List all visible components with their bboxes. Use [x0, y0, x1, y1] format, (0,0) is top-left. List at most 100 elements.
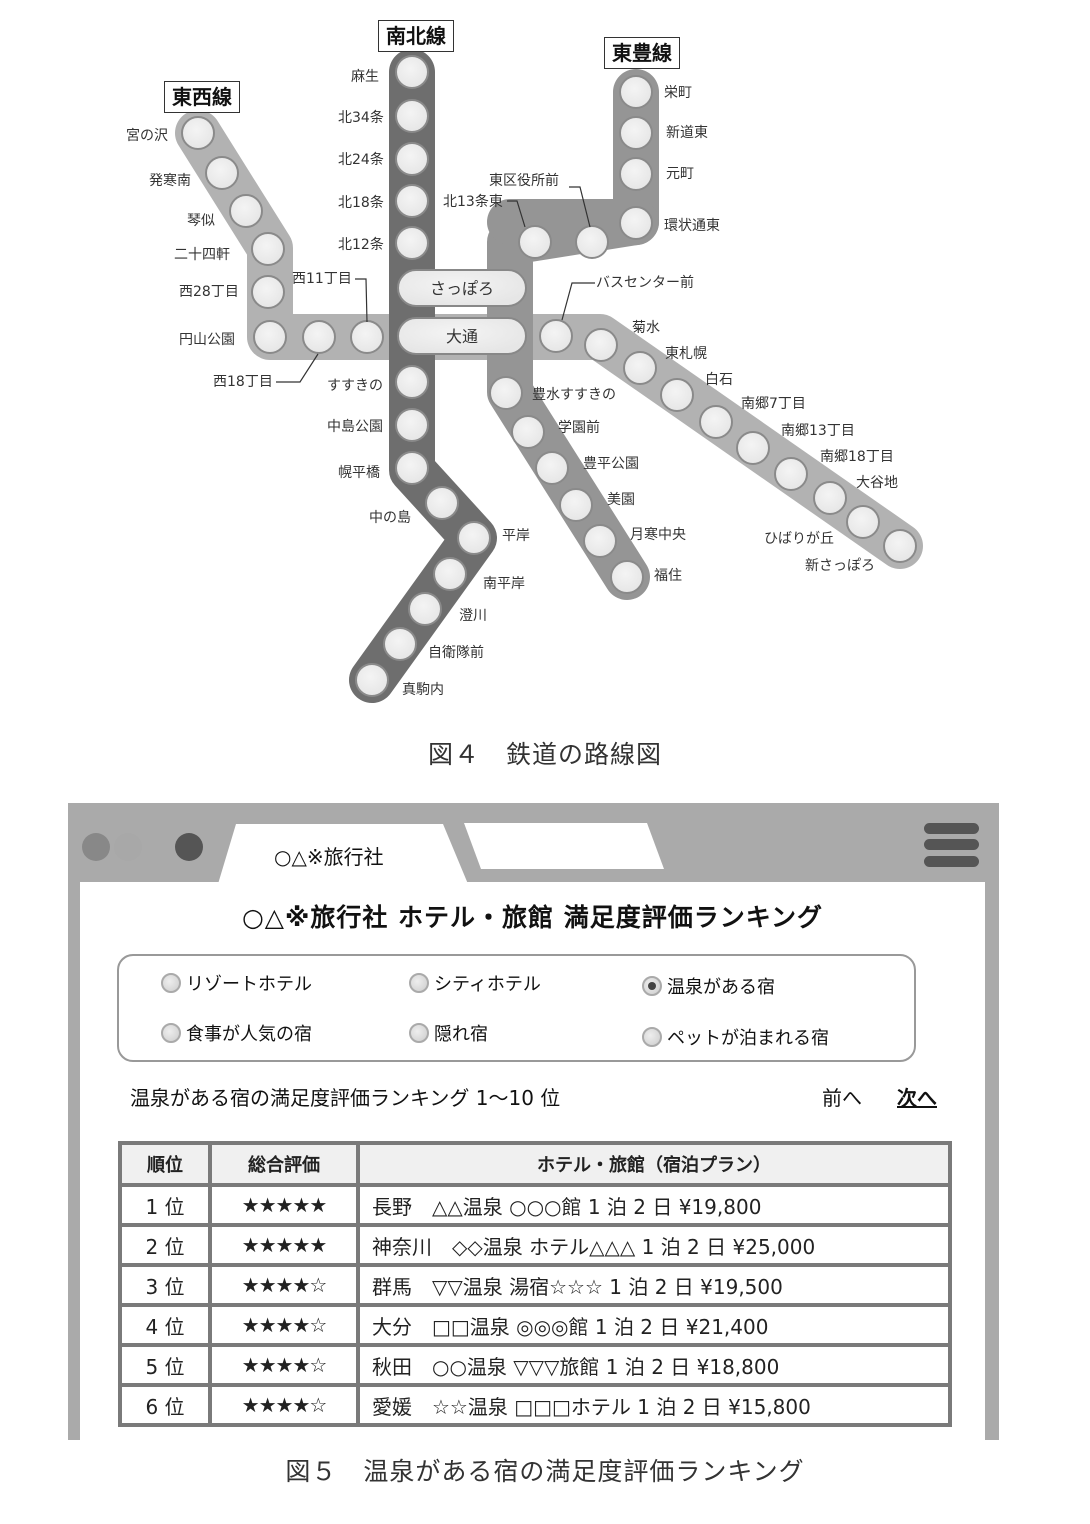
- star-rating: ★★★★☆: [208, 1263, 360, 1307]
- hamburger-menu-bar: [924, 856, 979, 867]
- station-label: 南郷13丁目: [781, 423, 855, 439]
- station-label: 琴似: [187, 213, 215, 229]
- hotel-plan-cell: 大分 □□温泉 ◎◎◎館 1 泊 2 日 ¥21,400: [356, 1303, 952, 1347]
- hamburger-menu-icon[interactable]: [924, 823, 979, 834]
- figure5-caption: 図５ 温泉がある宿の満足度評価ランキング: [285, 1457, 805, 1486]
- table-header-row: 順位 総合評価 ホテル・旅館（宿泊プラン）: [118, 1141, 952, 1187]
- star-rating: ★★★★★: [208, 1223, 360, 1267]
- rank-cell: 3 位: [118, 1263, 212, 1307]
- window-minimize-dot[interactable]: [114, 833, 142, 861]
- rank-cell: 1 位: [118, 1183, 212, 1227]
- table-row: 5 位 ★★★★☆ 秋田 ○○温泉 ▽▽▽旅館 1 泊 2 日 ¥18,800: [118, 1343, 952, 1387]
- radio-button-icon[interactable]: [642, 1027, 662, 1047]
- tozai-line-label: 東西線: [164, 81, 240, 113]
- radio-label: 食事が人気の宿: [186, 1024, 312, 1045]
- table-row: 2 位 ★★★★★ 神奈川 ◇◇温泉 ホテル△△△ 1 泊 2 日 ¥25,00…: [118, 1223, 952, 1267]
- star-rating: ★★★★☆: [208, 1343, 360, 1387]
- ranking-table: 順位 総合評価 ホテル・旅館（宿泊プラン） 1 位 ★★★★★ 長野 △△温泉 …: [118, 1141, 952, 1427]
- station-label: 宮の沢: [126, 128, 168, 144]
- hotel-plan-cell: 秋田 ○○温泉 ▽▽▽旅館 1 泊 2 日 ¥18,800: [356, 1343, 952, 1387]
- page-content: ○△※旅行社 ホテル・旅館 満足度評価ランキング リゾートホテル シティホテル …: [80, 882, 985, 1440]
- radio-popular-meal-inn[interactable]: 食事が人気の宿: [161, 1020, 312, 1046]
- station-label: 発寒南: [149, 173, 191, 189]
- station-markers: [181, 55, 917, 697]
- station-label: 栄町: [664, 85, 692, 101]
- station-label: 西28丁目: [179, 284, 239, 300]
- radio-label: リゾートホテル: [186, 974, 312, 995]
- radio-button-selected-icon[interactable]: [642, 976, 662, 996]
- category-selector: リゾートホテル シティホテル 温泉がある宿 食事が人気の宿 隠れ宿 ペットが泊ま…: [117, 954, 916, 1062]
- leader-lines: [276, 186, 595, 383]
- station-label: ひばりが丘: [764, 531, 834, 547]
- tab-active-label[interactable]: ○△※旅行社: [274, 845, 384, 869]
- table-row: 4 位 ★★★★☆ 大分 □□温泉 ◎◎◎館 1 泊 2 日 ¥21,400: [118, 1303, 952, 1347]
- radio-button-icon[interactable]: [409, 1023, 429, 1043]
- hub-odori: [397, 317, 527, 355]
- station-label: 新さっぽろ: [805, 558, 875, 574]
- radio-label: シティホテル: [434, 974, 541, 995]
- rank-cell: 4 位: [118, 1303, 212, 1347]
- rank-cell: 6 位: [118, 1383, 212, 1427]
- hotel-plan-cell: 神奈川 ◇◇温泉 ホテル△△△ 1 泊 2 日 ¥25,000: [356, 1223, 952, 1267]
- hub-label-sapporo: さっぽろ: [429, 279, 494, 298]
- page-title: ○△※旅行社 ホテル・旅館 満足度評価ランキング: [241, 903, 823, 932]
- station-label: 福住: [654, 568, 682, 584]
- station-label: 大谷地: [856, 475, 898, 491]
- window-maximize-dot[interactable]: [175, 833, 203, 861]
- radio-city-hotel[interactable]: シティホテル: [409, 970, 541, 996]
- radio-label: 隠れ宿: [434, 1024, 488, 1045]
- station-label: 西18丁目: [213, 374, 273, 390]
- tab-inactive[interactable]: [464, 823, 664, 869]
- station-label: 北34条: [338, 110, 384, 126]
- tab-active[interactable]: [218, 824, 468, 884]
- station-label: 月寒中央: [630, 527, 686, 543]
- station-label: 平岸: [502, 528, 530, 544]
- radio-button-icon[interactable]: [161, 1023, 181, 1043]
- station-label: 澄川: [459, 608, 487, 624]
- ranking-subtitle: 温泉がある宿の満足度評価ランキング 1～10 位: [130, 1086, 561, 1110]
- station-label: 真駒内: [402, 682, 444, 698]
- table-row: 1 位 ★★★★★ 長野 △△温泉 ○○○館 1 泊 2 日 ¥19,800: [118, 1183, 952, 1227]
- radio-resort-hotel[interactable]: リゾートホテル: [161, 970, 312, 996]
- hub-label-odori: 大通: [445, 327, 478, 346]
- station-label: 環状通東: [664, 218, 720, 234]
- radio-hidden-inn[interactable]: 隠れ宿: [409, 1020, 488, 1046]
- station-label: 南郷18丁目: [820, 449, 894, 465]
- station-label: 豊水すすきの: [532, 387, 616, 403]
- station-label: 北12条: [338, 237, 384, 253]
- radio-onsen-inn[interactable]: 温泉がある宿: [642, 973, 775, 999]
- rank-cell: 5 位: [118, 1343, 212, 1387]
- header-rank: 順位: [118, 1141, 212, 1187]
- header-rating: 総合評価: [208, 1141, 360, 1187]
- hotel-plan-cell: 群馬 ▽▽温泉 湯宿☆☆☆ 1 泊 2 日 ¥19,500: [356, 1263, 952, 1307]
- station-label: 中島公園: [327, 419, 383, 435]
- station-label: 北18条: [338, 195, 384, 211]
- station-label: 東札幌: [665, 346, 707, 362]
- window-close-dot[interactable]: [82, 833, 110, 861]
- route-map-graphic: [175, 49, 923, 703]
- hub-sapporo: [397, 269, 527, 307]
- radio-pet-friendly-inn[interactable]: ペットが泊まれる宿: [642, 1024, 829, 1050]
- star-rating: ★★★★☆: [208, 1303, 360, 1347]
- radio-button-icon[interactable]: [409, 973, 429, 993]
- station-label: すすきの: [327, 378, 383, 394]
- station-label: 自衛隊前: [428, 645, 484, 661]
- station-label: 幌平橋: [338, 465, 380, 481]
- figure4-caption: 図４ 鉄道の路線図: [427, 740, 662, 769]
- next-link[interactable]: 次へ: [897, 1086, 937, 1110]
- toho-line-label: 東豊線: [604, 37, 680, 69]
- hamburger-menu-bar: [924, 839, 979, 850]
- station-label: 新道東: [666, 125, 708, 141]
- station-label: 北24条: [338, 152, 384, 168]
- station-label: 南郷7丁目: [741, 396, 806, 412]
- hotel-plan-cell: 愛媛 ☆☆温泉 □□□ホテル 1 泊 2 日 ¥15,800: [356, 1383, 952, 1427]
- radio-label: 温泉がある宿: [667, 977, 775, 998]
- rank-cell: 2 位: [118, 1223, 212, 1267]
- station-label: 白石: [705, 372, 733, 388]
- station-label: 南平岸: [483, 576, 525, 592]
- hotel-plan-cell: 長野 △△温泉 ○○○館 1 泊 2 日 ¥19,800: [356, 1183, 952, 1227]
- station-label: 円山公園: [179, 332, 235, 348]
- prev-link[interactable]: 前へ: [822, 1086, 862, 1110]
- railway-route-map: 南北線 東西線 東豊線 さっぽろ 大通 麻生 北34条 北24条 北18条 北1…: [0, 0, 1090, 720]
- radio-button-icon[interactable]: [161, 973, 181, 993]
